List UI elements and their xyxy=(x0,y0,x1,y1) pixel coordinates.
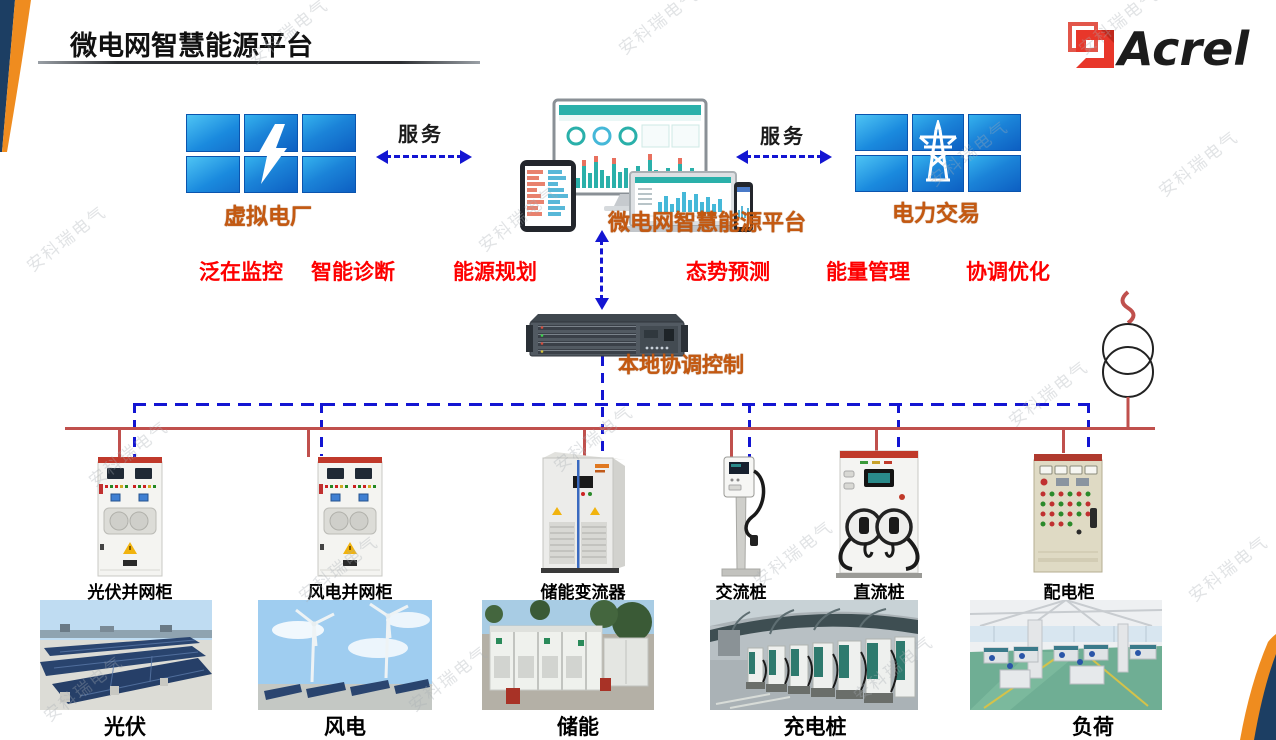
load-photo xyxy=(970,600,1162,710)
power-drop-dist xyxy=(1062,427,1065,453)
virtual-plant-label: 虚拟电厂 xyxy=(224,205,313,230)
device-label: 交流桩 xyxy=(715,583,767,603)
service-right-arrow xyxy=(736,150,832,164)
watermark: 安科瑞电气 xyxy=(1185,532,1273,607)
photo-label: 光伏 xyxy=(104,715,146,739)
brand-name: Acrel xyxy=(1118,22,1250,76)
wall-tile xyxy=(855,114,908,151)
platform-devices-illustration xyxy=(520,98,753,232)
dc-pile-illustration xyxy=(836,450,922,578)
power-trading-wall xyxy=(855,114,1021,192)
distribution-cabinet-illustration xyxy=(1033,454,1103,573)
wall-tile xyxy=(302,155,356,193)
platform-label: 微电网智慧能源平台 xyxy=(608,211,807,236)
device-label: 风电并网柜 xyxy=(307,583,393,603)
pv-cabinet-illustration xyxy=(97,457,163,577)
power-drop-dc-pile xyxy=(875,427,878,451)
pv-photo xyxy=(40,600,212,710)
feature-item: 智能诊断 xyxy=(311,260,395,284)
service-right-label: 服务 xyxy=(760,124,806,148)
comm-bus-line xyxy=(133,403,1089,406)
acrel-logo-icon xyxy=(1068,22,1114,68)
feature-item: 泛在监控 xyxy=(199,260,283,284)
service-left-label: 服务 xyxy=(398,122,444,146)
page-title: 微电网智慧能源平台 xyxy=(70,31,313,62)
device-label: 光伏并网柜 xyxy=(87,583,173,603)
comm-drop-pv xyxy=(133,403,136,458)
service-left-arrow xyxy=(376,150,472,164)
comm-drop-storage xyxy=(601,356,604,456)
watermark: 安科瑞电气 xyxy=(1155,127,1243,202)
transmission-tower-icon xyxy=(919,120,957,182)
transformer-symbol xyxy=(1102,290,1154,429)
storage-converter-illustration xyxy=(541,452,625,573)
wall-tile xyxy=(186,155,240,193)
lightning-icon xyxy=(257,124,287,184)
wall-tile xyxy=(302,114,356,152)
power-bus-line xyxy=(65,427,1155,430)
rack-server-illustration xyxy=(526,314,688,357)
power-drop-pv xyxy=(118,427,121,458)
title-underline xyxy=(38,61,480,64)
wind-photo xyxy=(258,600,432,710)
corner-ribbon-top-left xyxy=(0,0,31,152)
feature-item: 态势预测 xyxy=(686,260,770,284)
device-label: 储能变流器 xyxy=(540,583,626,603)
wall-tile xyxy=(855,155,908,192)
virtual-plant-wall xyxy=(186,114,356,193)
power-drop-ac-pile xyxy=(730,427,733,460)
power-drop-wind xyxy=(307,427,310,457)
wall-tile xyxy=(968,114,1021,151)
photo-label: 负荷 xyxy=(1072,715,1114,739)
wall-tile xyxy=(186,114,240,152)
wind-cabinet-illustration xyxy=(317,457,383,577)
feature-item: 能源规划 xyxy=(453,260,537,284)
photo-label: 充电桩 xyxy=(783,715,847,739)
power-drop-storage xyxy=(583,427,586,460)
feature-item: 协调优化 xyxy=(966,260,1050,284)
watermark: 安科瑞电气 xyxy=(1005,357,1093,432)
storage-photo xyxy=(482,600,654,710)
device-label: 直流桩 xyxy=(853,583,905,603)
watermark: 安科瑞电气 xyxy=(615,0,703,60)
wall-tile xyxy=(968,155,1021,192)
power-trading-label: 电力交易 xyxy=(892,202,981,227)
ac-pile-illustration xyxy=(721,456,766,577)
local-control-label: 本地协调控制 xyxy=(618,353,744,377)
photo-label: 风电 xyxy=(324,715,366,739)
platform-controller-arrow xyxy=(595,230,609,310)
photo-label: 储能 xyxy=(557,715,599,739)
corner-ribbon-bottom-right xyxy=(1240,634,1276,740)
charging-photo xyxy=(710,600,918,710)
feature-item: 能量管理 xyxy=(826,260,910,284)
device-label: 配电柜 xyxy=(1043,583,1095,603)
watermark: 安科瑞电气 xyxy=(23,202,111,277)
comm-drop-ac-pile xyxy=(748,403,751,460)
